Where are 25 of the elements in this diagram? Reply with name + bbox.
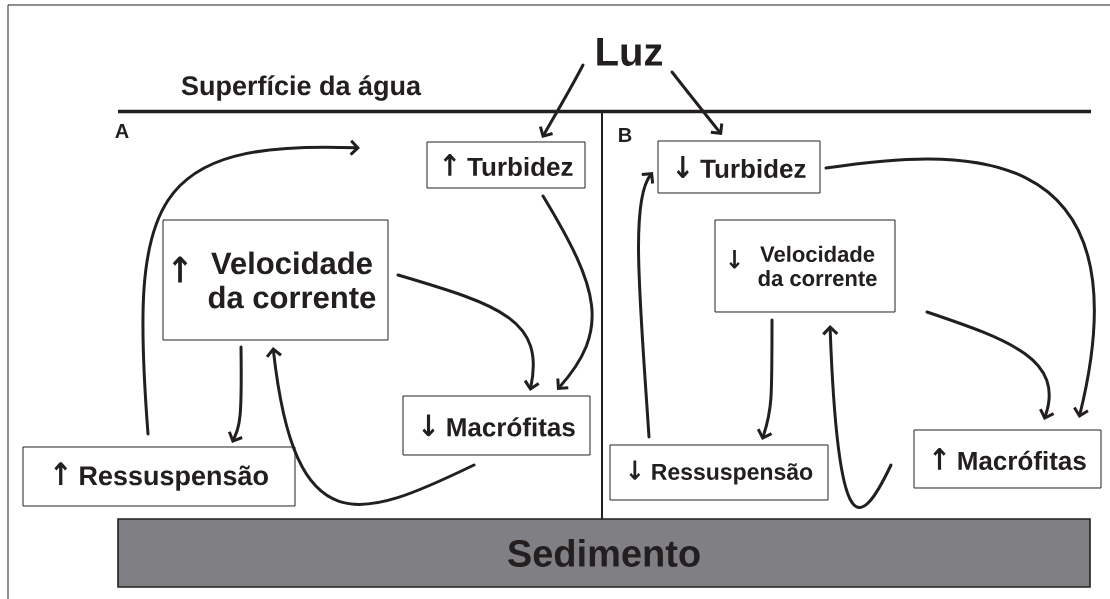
process-box: ↑ Macrófitas	[913, 429, 1102, 489]
arrow	[538, 63, 585, 138]
process-box: ↑ Velocidade da corrente	[162, 219, 389, 341]
arrow	[265, 347, 476, 506]
arrow	[637, 172, 655, 439]
arrow	[396, 273, 540, 391]
arrow	[541, 194, 594, 390]
arrow	[824, 157, 1096, 418]
process-box: ↓ Ressuspensão	[609, 444, 829, 501]
surface-label: Superfície da água	[181, 75, 422, 101]
arrow	[822, 325, 893, 509]
process-box: ↓ Turbidez	[657, 140, 821, 194]
process-box: ↑ Ressuspensão	[22, 446, 296, 507]
arrow	[227, 345, 243, 443]
process-box: ↑ Turbidez	[426, 141, 586, 189]
arrow	[670, 70, 724, 135]
panel-letter: B	[619, 128, 632, 142]
process-box: ↓ Velocidade da corrente	[714, 219, 896, 313]
text-label: Luz	[597, 38, 662, 66]
arrow	[756, 318, 774, 440]
panel-letter: A	[115, 124, 129, 138]
arrow	[141, 139, 360, 436]
process-box: ↓ Macrófitas	[402, 395, 591, 456]
sediment-band: Sedimento	[117, 518, 1091, 588]
arrow	[925, 310, 1055, 420]
